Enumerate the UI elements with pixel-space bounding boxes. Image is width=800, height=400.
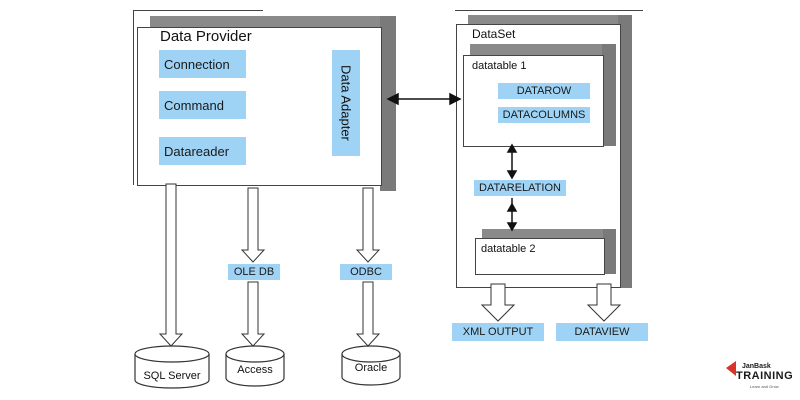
oledb-arrow-upper [240,187,266,263]
table2-arrowhead-down [506,222,518,232]
access-arrow [240,281,266,347]
oracle-arrow [355,281,381,347]
command-chip: Command [159,91,246,119]
sql-server-arrow [158,183,184,347]
dataset-title: DataSet [472,27,516,41]
frame-top-right [455,10,643,11]
table1-shade-top [470,44,616,56]
sql-server-label: SQL Server [143,370,201,382]
access-cylinder [225,354,285,387]
oledb-chip: OLE DB [228,264,280,280]
dataview-chip: DATAVIEW [556,323,648,341]
datacolumns-chip: DATACOLUMNS [498,107,590,123]
odbc-arrow-upper [355,187,381,263]
relation-arrowhead-down [506,170,518,180]
datarelation-chip: DATARELATION [474,180,566,196]
relation-arrowhead-up [506,143,518,153]
xml-output-arrow [480,283,516,322]
frame-top-left [133,10,263,11]
sql-server-cylinder [134,354,210,389]
provider-shade-right [380,16,396,191]
logo-mark [726,361,736,376]
frame-left [133,10,134,185]
datatable1-title: datatable 1 [472,60,527,72]
xml-output-chip: XML OUTPUT [452,323,544,341]
logo-name: TRAINING [736,370,794,382]
datareader-chip: Datareader [159,137,246,165]
datatable1-box [463,55,604,147]
logo-tagline: Learn and Grow [750,384,779,389]
provider-shade-top [150,16,395,30]
dataset-shade-right [618,15,632,288]
datarow-chip: DATAROW [498,83,590,99]
oracle-cylinder [341,354,401,386]
table1-shade-right [602,44,616,146]
adapter-arrowhead-left [386,92,399,106]
dataview-arrow [586,283,622,322]
table2-shade-right [603,229,616,274]
data-adapter-chip: Data Adapter [332,50,360,156]
connection-chip: Connection [159,50,246,78]
oracle-label: Oracle [354,362,388,374]
datatable2-title: datatable 2 [481,243,536,255]
adapter-arrowhead-right [449,92,462,106]
datatable2-box [475,238,605,275]
logo-brand: JanBask [742,363,771,370]
odbc-chip: ODBC [340,264,392,280]
access-label: Access [237,364,273,376]
table2-arrowhead-up [506,202,518,212]
provider-title: Data Provider [160,28,252,45]
